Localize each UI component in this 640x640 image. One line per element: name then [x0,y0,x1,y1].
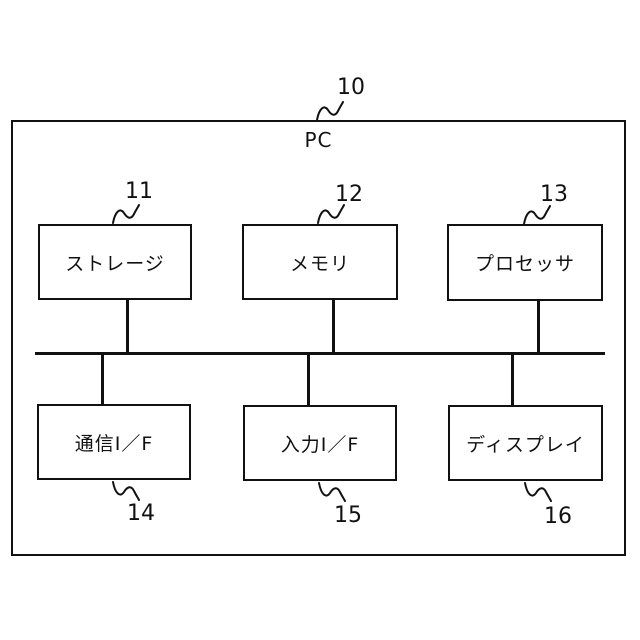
block-communication-if-label: 通信I／F [74,432,154,455]
block-display: ディスプレイ [448,405,603,481]
ref-label-input-if: 15 [334,503,362,528]
leader-line-storage [112,204,140,224]
block-storage: ストレージ [38,224,192,300]
connector-display-bus [511,353,514,406]
connector-processor-bus [537,301,540,353]
leader-line-communication-if [112,481,140,501]
ref-label-storage: 11 [125,179,153,204]
block-display-label: ディスプレイ [466,433,585,456]
block-processor: プロセッサ [447,224,603,301]
connector-input-if-bus [307,353,310,406]
pc-box-title: PC [304,128,333,152]
block-processor-label: プロセッサ [474,253,575,275]
leader-line-memory [317,204,345,224]
leader-line-display [524,482,552,502]
leader-line-input-if [318,482,346,502]
ref-label-memory: 12 [335,182,363,207]
leader-line-processor [523,205,551,225]
connector-storage-bus [126,300,129,353]
leader-line-pc [316,101,344,121]
ref-label-display: 16 [544,504,572,529]
block-input-if-label: 入力I／F [280,433,360,456]
block-memory-label: メモリ [289,252,350,275]
ref-label-processor: 13 [540,182,568,207]
block-communication-if: 通信I／F [37,404,191,480]
block-input-if: 入力I／F [243,405,397,481]
connector-comm-if-bus [101,353,104,405]
ref-label-pc: 10 [337,75,365,100]
block-memory: メモリ [242,224,398,300]
bus-line [35,352,605,355]
ref-label-communication-if: 14 [127,501,155,526]
pc-outer-box: PC [11,120,626,556]
block-storage-label: ストレージ [65,252,165,275]
connector-memory-bus [332,300,335,353]
